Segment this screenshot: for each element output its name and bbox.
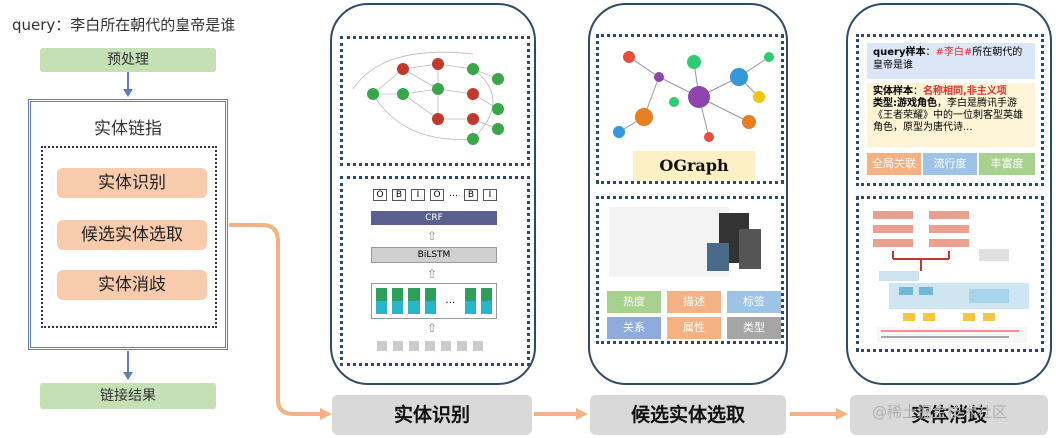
- orange-connector: [229, 223, 322, 416]
- entity-type: 类型:游戏角色: [873, 98, 937, 109]
- query-sample: query样本：#李白#所在朝代的皇帝是谁: [867, 43, 1035, 79]
- samples-box: query样本：#李白#所在朝代的皇帝是谁 实体样本：名称相同,非主义项类型:游…: [856, 34, 1044, 186]
- step-ner: 实体识别: [57, 168, 207, 198]
- arrow-up-icon: ⇧: [427, 229, 438, 243]
- attributes-box: 热度 描述 标签 关系 属性 类型: [596, 196, 784, 344]
- connector-line: [127, 72, 129, 90]
- stage-label-disambiguation: 实体消歧: [850, 395, 1048, 435]
- tile-tag: 标签: [727, 291, 781, 313]
- arrow-right-icon: [576, 408, 588, 420]
- feature-popularity: 流行度: [923, 153, 977, 175]
- watermark: @稀土掘金技术社区: [872, 403, 1008, 421]
- input-tokens: [377, 341, 483, 351]
- entity-sample-label: 实体样本: [873, 86, 913, 97]
- tag-row: O B I O … B I: [373, 189, 503, 201]
- query-highlight: #李白#: [935, 47, 973, 58]
- arrow-right-icon: [320, 408, 332, 420]
- entity-graph-illustration: [352, 51, 504, 145]
- preprocess-box: 预处理: [40, 48, 216, 72]
- query-text: query：李白所在朝代的皇帝是谁: [12, 16, 236, 34]
- tile-description: 描述: [667, 291, 721, 313]
- embedding-layer: …: [371, 283, 497, 319]
- feature-richness: 丰富度: [979, 153, 1035, 175]
- ograph-box: OGraph: [596, 34, 784, 184]
- tile-relation: 关系: [607, 317, 661, 339]
- connector-line: [127, 351, 129, 373]
- crf-layer: CRF: [371, 211, 497, 225]
- arrow-right-icon: [836, 408, 848, 420]
- tile-type: 类型: [727, 317, 781, 339]
- tag-label: O: [373, 189, 387, 201]
- model-diagram-box: [856, 196, 1044, 352]
- tile-popularity: 热度: [607, 291, 661, 313]
- graph-box: [340, 36, 530, 166]
- arrow-down-icon: [123, 372, 133, 380]
- steps-container: 实体识别 候选实体选取 实体消歧: [41, 146, 217, 328]
- link-result-box: 链接结果: [40, 383, 216, 409]
- feature-global: 全局关联: [867, 153, 921, 175]
- arrow-down-icon: [123, 89, 133, 97]
- photo-card: [707, 243, 729, 271]
- arrow-up-icon: ⇧: [427, 321, 438, 335]
- arrow-up-icon: ⇧: [427, 267, 438, 281]
- step-candidate: 候选实体选取: [57, 220, 207, 250]
- tag-label: I: [411, 189, 425, 201]
- ner-model-box: O B I O … B I CRF ⇧ BiLSTM ⇧ … ⇧: [340, 176, 530, 366]
- step-disambiguation: 实体消歧: [57, 270, 207, 300]
- entity-highlight: 名称相同,非主义项: [923, 86, 1007, 97]
- entity-linking-title: 实体链指: [94, 119, 162, 139]
- entity-linking-frame: 实体链指 实体识别 候选实体选取 实体消歧: [28, 99, 228, 350]
- entity-sample: 实体样本：名称相同,非主义项类型:游戏角色，李白是腾讯手游《王者荣耀》中的一位刺…: [867, 83, 1035, 147]
- tile-attribute: 属性: [667, 317, 721, 339]
- tag-label: O: [430, 189, 444, 201]
- stage-label-candidate: 候选实体选取: [590, 395, 786, 435]
- stage-label-ner: 实体识别: [332, 395, 532, 435]
- tag-label: B: [392, 189, 406, 201]
- tag-label: B: [464, 189, 478, 201]
- ograph-label: OGraph: [633, 151, 755, 181]
- photo-card: [739, 229, 761, 269]
- bilstm-layer: BiLSTM: [371, 247, 497, 263]
- tag-label: I: [483, 189, 497, 201]
- disambiguation-model-illustration: [873, 211, 1029, 343]
- query-sample-label: query样本: [873, 47, 926, 58]
- knowledge-graph-illustration: [613, 51, 774, 142]
